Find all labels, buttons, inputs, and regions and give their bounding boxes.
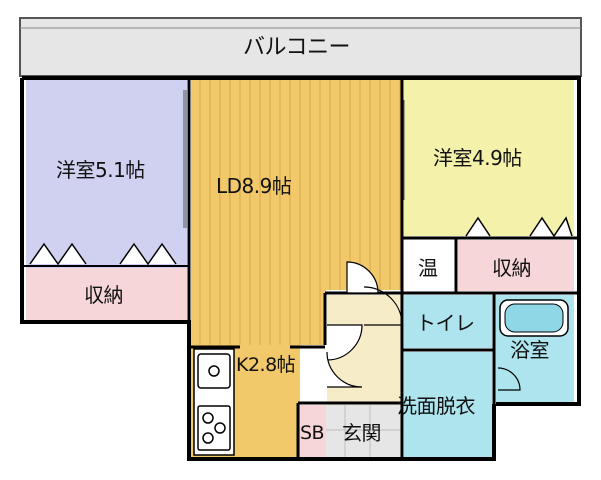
kitchen-counter bbox=[193, 348, 235, 456]
storage-right-label: 収納 bbox=[492, 256, 532, 280]
storage-right-area bbox=[458, 240, 574, 291]
western-room-right-area bbox=[404, 80, 574, 236]
living-dining-lower bbox=[191, 290, 326, 345]
balcony-label: バルコニー bbox=[243, 35, 351, 60]
western-room-left-label: 洋室5.1帖 bbox=[56, 158, 145, 182]
kitchen-label: K2.8帖 bbox=[236, 354, 296, 376]
washroom-label: 洗面脱衣 bbox=[397, 394, 476, 418]
flooring-lines bbox=[199, 80, 401, 345]
sink-icon bbox=[197, 353, 231, 389]
toilet-label: トイレ bbox=[416, 311, 475, 335]
window-marks bbox=[183, 90, 405, 228]
walls bbox=[20, 76, 581, 461]
western-room-right-label: 洋室4.9帖 bbox=[433, 146, 522, 170]
storage-left-label: 収納 bbox=[84, 283, 124, 307]
washroom-area bbox=[404, 352, 492, 457]
closet-doors bbox=[29, 216, 573, 266]
western-room-left-area bbox=[26, 80, 187, 268]
shoe-box-label: SB bbox=[300, 422, 325, 444]
entrance-label: 玄関 bbox=[342, 421, 382, 445]
water-heater-label: 温 bbox=[418, 256, 438, 280]
storage-left-area bbox=[26, 268, 187, 320]
water-heater-area bbox=[404, 240, 458, 291]
bathroom-label: 浴室 bbox=[510, 338, 550, 362]
living-dining-label: LD8.9帖 bbox=[216, 174, 292, 198]
bathtub bbox=[499, 299, 569, 337]
shoe-box-area bbox=[300, 405, 326, 457]
swing-doors bbox=[326, 261, 521, 391]
living-dining-area bbox=[191, 80, 402, 290]
toilet-area bbox=[404, 295, 492, 348]
